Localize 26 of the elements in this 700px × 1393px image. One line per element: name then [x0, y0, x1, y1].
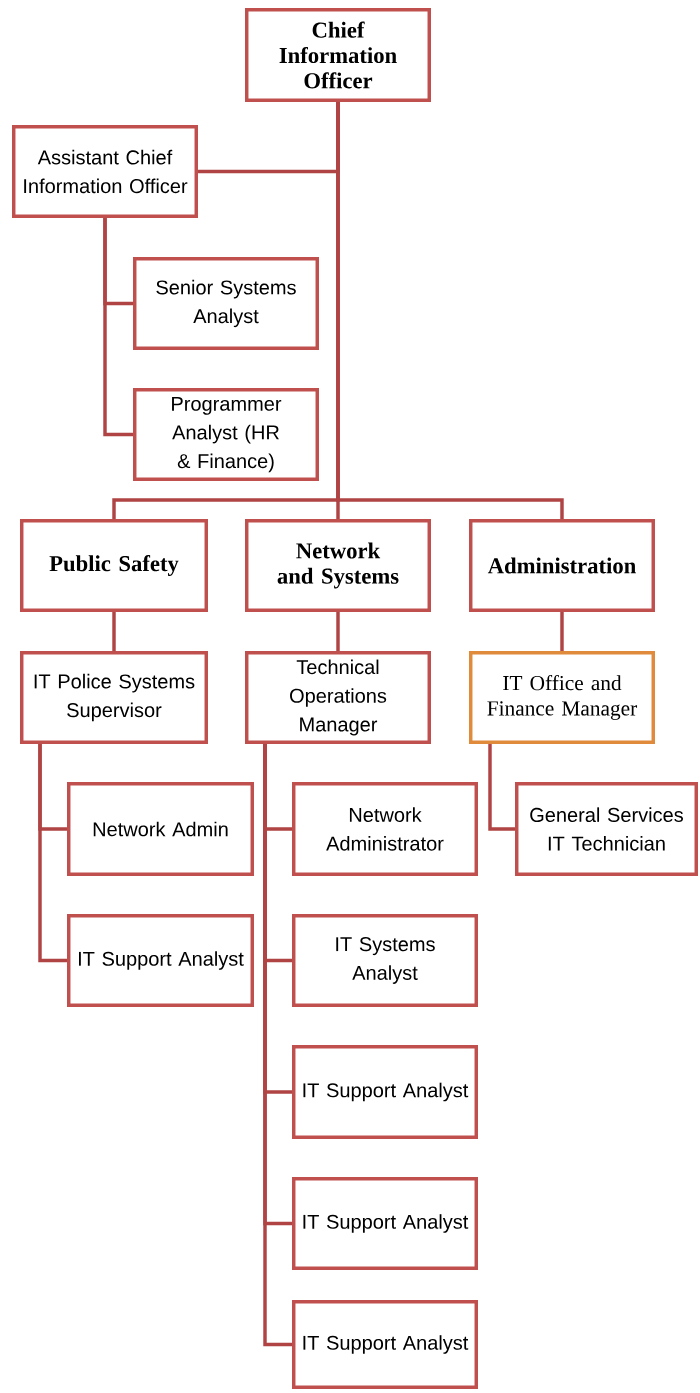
position-box: IT Office and Finance Manager: [469, 651, 655, 744]
position-box: IT Systems Analyst: [292, 914, 478, 1007]
title-box: Administration: [469, 519, 655, 612]
connector-line: [560, 612, 564, 651]
position-box: Network Admin: [67, 782, 254, 876]
connector-line: [112, 612, 116, 651]
connector-line: [103, 218, 133, 437]
position-box: Network Administrator: [292, 782, 478, 876]
title-box: Chief Information Officer: [245, 8, 431, 102]
position-box: Assistant Chief Information Officer: [12, 125, 198, 218]
connector-line: [336, 102, 564, 519]
title-box: Public Safety: [20, 519, 208, 612]
position-box: IT Support Analyst: [67, 914, 254, 1007]
connector-line: [263, 744, 292, 1347]
title-box: Network and Systems: [245, 519, 431, 612]
position-box: IT Support Analyst: [292, 1177, 478, 1270]
position-box: IT Police Systems Supervisor: [20, 651, 208, 744]
position-box: General Services IT Technician: [515, 782, 698, 876]
position-box: IT Support Analyst: [292, 1045, 478, 1139]
connector-line: [38, 744, 67, 963]
position-box: IT Support Analyst: [292, 1300, 478, 1389]
connector-line: [488, 744, 515, 831]
connector-line: [336, 612, 340, 651]
position-box: Programmer Analyst (HR & Finance): [133, 388, 319, 481]
position-box: Technical Operations Manager: [245, 651, 431, 744]
position-box: Senior Systems Analyst: [133, 257, 319, 350]
